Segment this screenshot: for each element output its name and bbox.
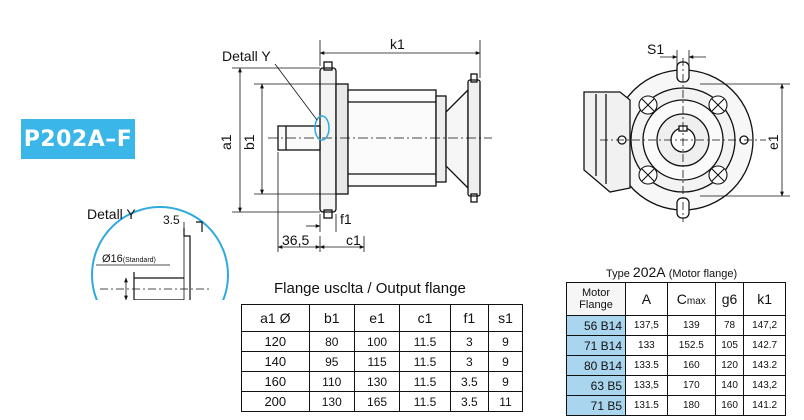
table-cell: 11.5 bbox=[399, 371, 451, 392]
table-cell: 3.5 bbox=[449, 391, 489, 412]
table-cell: 139 bbox=[666, 315, 716, 336]
shaft-diameter-label: Ø16(Standard) bbox=[102, 253, 156, 265]
table-cell: 165 bbox=[353, 391, 401, 412]
table-cell: 120 bbox=[241, 331, 310, 352]
table-row: 140 95 115 11.5 3 9 bbox=[241, 351, 524, 372]
output-flange-table: a1 Ø b1 e1 c1 f1 s1 120 80 100 11.5 3 9 … bbox=[241, 304, 524, 412]
table-cell: 9 bbox=[487, 371, 524, 392]
table-cell: 140 bbox=[241, 351, 310, 372]
table-cell: 11 bbox=[487, 391, 524, 412]
table-cell: 63 B5 bbox=[566, 375, 626, 396]
table-cell: 56 B14 bbox=[566, 315, 626, 336]
dim-3-5-label: 3.5 bbox=[163, 213, 180, 227]
front-view bbox=[583, 58, 766, 222]
table-row: 120 80 100 11.5 3 9 bbox=[241, 331, 524, 352]
detail-y-title: Detall Y bbox=[87, 206, 136, 222]
table-cell: 142.7 bbox=[743, 335, 786, 356]
table-cell: 11.5 bbox=[399, 351, 451, 372]
table-cell: 11.5 bbox=[399, 391, 451, 412]
table-cell: 140 bbox=[714, 375, 745, 396]
table-cell: 120 bbox=[714, 355, 745, 376]
table-cell: 105 bbox=[714, 335, 745, 356]
table-cell: 147,2 bbox=[743, 315, 786, 336]
model-badge: P202A–F bbox=[21, 119, 135, 159]
table-cell: 3 bbox=[449, 331, 489, 352]
front-dimension-lines bbox=[660, 50, 790, 197]
header-e1: e1 bbox=[353, 304, 401, 332]
table-cell: 141.2 bbox=[743, 395, 786, 416]
a1-label: a1 bbox=[218, 134, 234, 150]
table-cell: 115 bbox=[353, 351, 401, 372]
table-cell: 95 bbox=[308, 351, 355, 372]
table-cell: 160 bbox=[714, 395, 745, 416]
dim-36-5-label: 36,5 bbox=[282, 232, 309, 248]
detail-y-label: Detall Y bbox=[222, 48, 271, 64]
f1-label: f1 bbox=[340, 211, 352, 227]
b1-label: b1 bbox=[241, 134, 257, 150]
table-row: 200 130 165 11.5 3.5 11 bbox=[241, 391, 524, 412]
header-b1: b1 bbox=[308, 304, 355, 332]
table-cell: 160 bbox=[241, 371, 310, 392]
table-cell: 100 bbox=[353, 331, 401, 352]
table-cell: 143.2 bbox=[743, 355, 786, 376]
motor-flange-title: Type 202A (Motor flange) bbox=[606, 264, 738, 280]
table-cell: 131.5 bbox=[625, 395, 668, 416]
table-cell: 11.5 bbox=[399, 331, 451, 352]
header-f1: f1 bbox=[449, 304, 489, 332]
dimension-lines bbox=[232, 40, 481, 252]
table-cell: 3 bbox=[449, 351, 489, 372]
table-cell: 80 B14 bbox=[566, 355, 626, 376]
table-row: 63 B5 133,5 170 140 143,2 bbox=[566, 375, 786, 396]
table-cell: 143,2 bbox=[743, 375, 786, 396]
table-cell: 200 bbox=[241, 391, 310, 412]
table-cell: 71 B5 bbox=[566, 395, 626, 416]
header-c-max: Cmax bbox=[666, 282, 716, 316]
table-cell: 9 bbox=[487, 331, 524, 352]
detail-y-view bbox=[91, 206, 229, 300]
table-cell: 130 bbox=[308, 391, 355, 412]
side-view bbox=[268, 61, 492, 219]
table-cell: 133.5 bbox=[625, 355, 668, 376]
table-header-row: a1 Ø b1 e1 c1 f1 s1 bbox=[241, 304, 524, 332]
table-row: 71 B14 133 152.5 105 142.7 bbox=[566, 335, 786, 356]
table-cell: 170 bbox=[666, 375, 716, 396]
table-cell: 152.5 bbox=[666, 335, 716, 356]
table-cell: 133,5 bbox=[625, 375, 668, 396]
table-cell: 78 bbox=[714, 315, 745, 336]
table-row: 160 110 130 11.5 3.5 9 bbox=[241, 371, 524, 392]
table-cell: 133 bbox=[625, 335, 668, 356]
header-g6: g6 bbox=[714, 282, 745, 316]
header-s1: s1 bbox=[487, 304, 524, 332]
header-a1: a1 Ø bbox=[241, 304, 310, 332]
table-cell: 137,5 bbox=[625, 315, 668, 336]
table-cell: 3.5 bbox=[449, 371, 489, 392]
c1-label: c1 bbox=[346, 232, 361, 248]
e1-label: e1 bbox=[765, 134, 781, 150]
technical-drawing: Detall Y k1 a1 b1 f1 36,5 c1 bbox=[87, 36, 790, 300]
header-k1: k1 bbox=[743, 282, 786, 316]
table-cell: 80 bbox=[308, 331, 355, 352]
table-row: 71 B5 131.5 180 160 141.2 bbox=[566, 395, 786, 416]
table-cell: 130 bbox=[353, 371, 401, 392]
output-flange-caption: Flange usclta / Output flange bbox=[274, 280, 466, 297]
table-cell: 180 bbox=[666, 395, 716, 416]
table-row: 80 B14 133.5 160 120 143.2 bbox=[566, 355, 786, 376]
table-cell: 71 B14 bbox=[566, 335, 626, 356]
header-c1: c1 bbox=[399, 304, 451, 332]
s1-label: S1 bbox=[647, 41, 664, 57]
header-a: A bbox=[625, 282, 668, 316]
table-row: 56 B14 137,5 139 78 147,2 bbox=[566, 315, 786, 336]
table-cell: 160 bbox=[666, 355, 716, 376]
k1-label: k1 bbox=[390, 36, 405, 52]
table-cell: 9 bbox=[487, 351, 524, 372]
table-cell: 110 bbox=[308, 371, 355, 392]
